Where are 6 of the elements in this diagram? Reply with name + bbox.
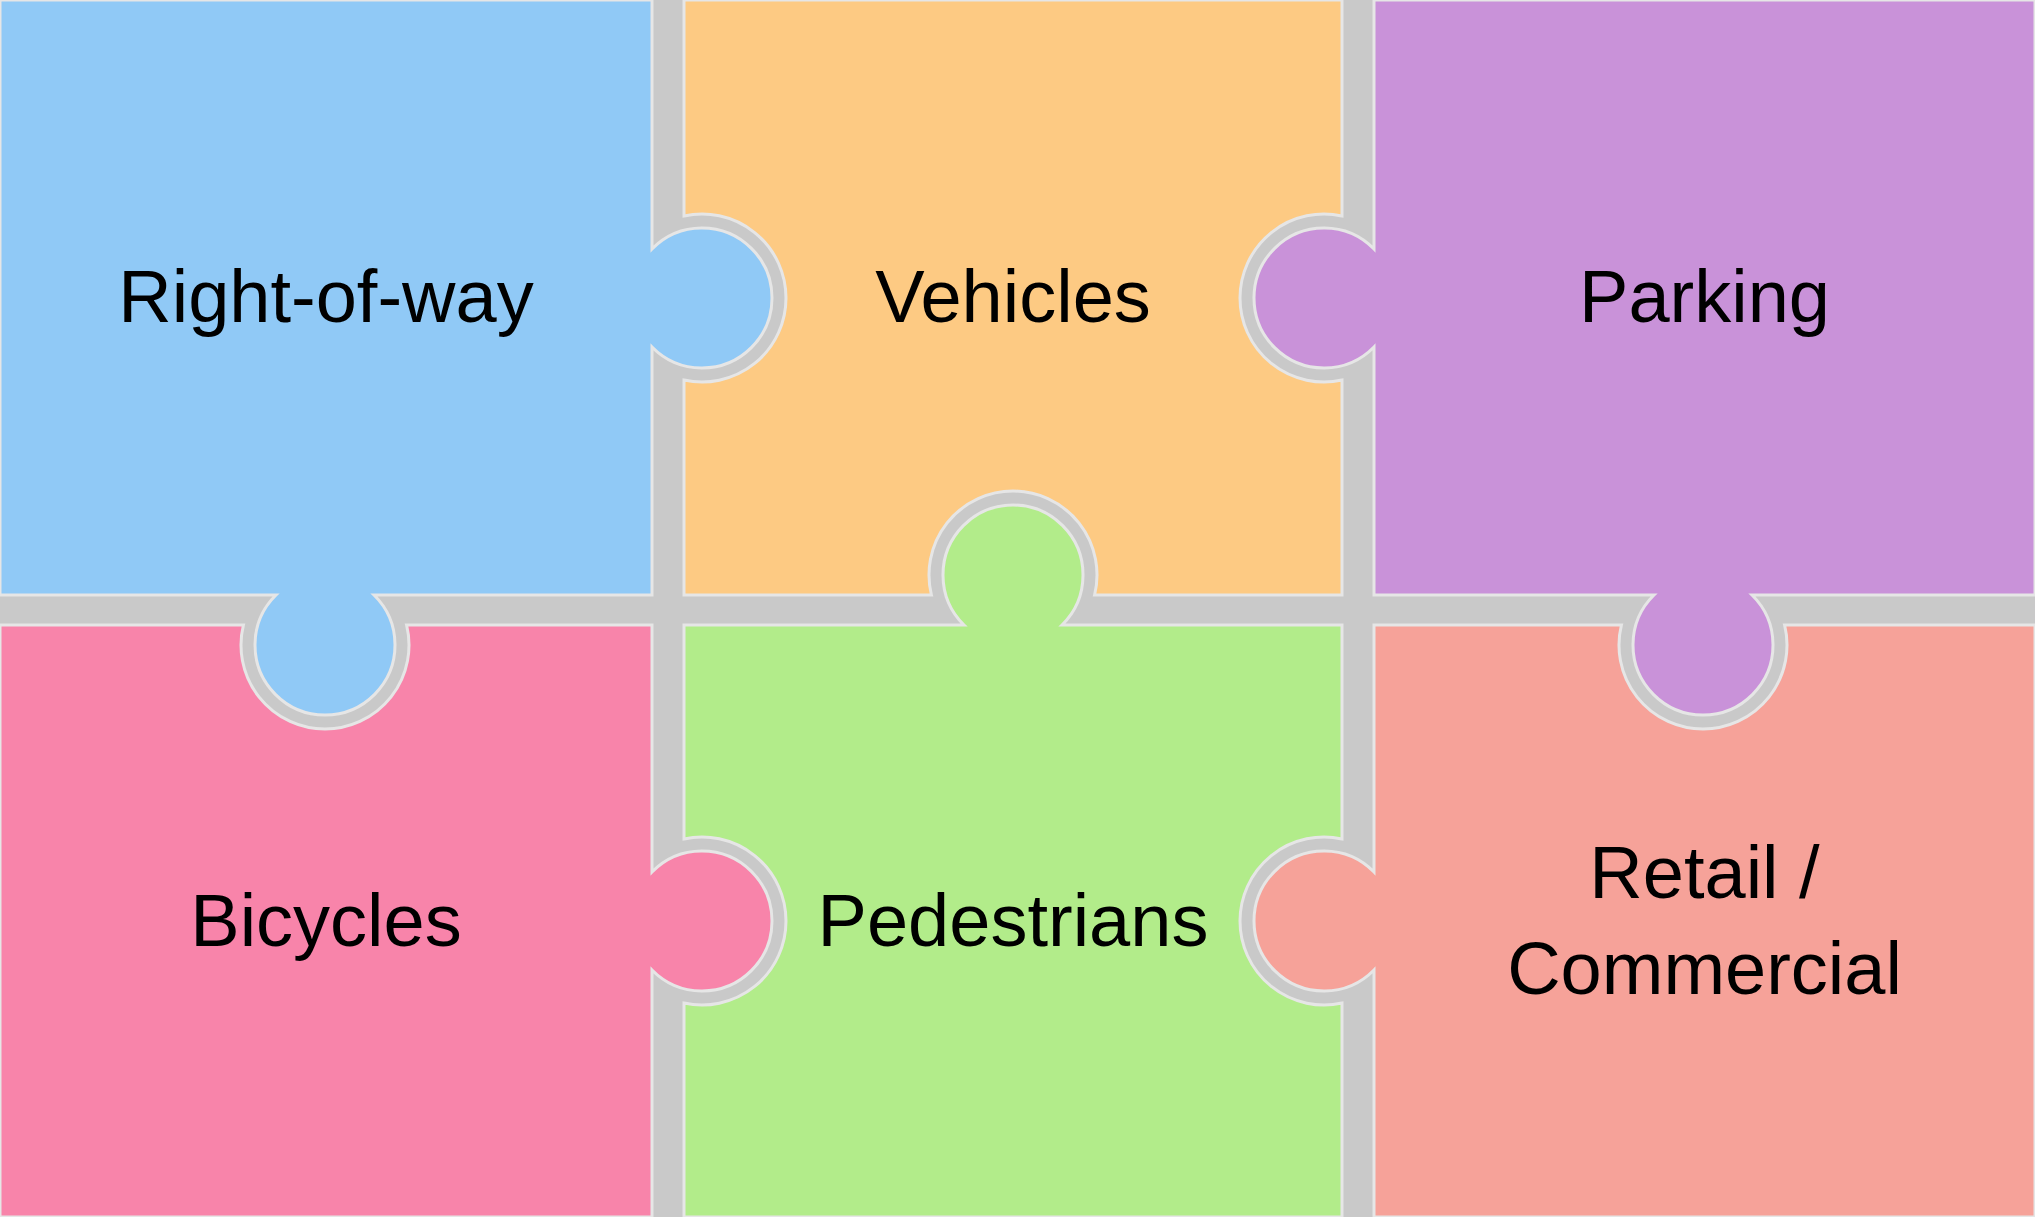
piece-label: Pedestrians <box>817 877 1209 964</box>
piece-label: Bicycles <box>190 877 462 964</box>
piece-label: Retail / Commercial <box>1506 829 1903 1012</box>
piece-label: Parking <box>1579 254 1830 341</box>
piece-label: Vehicles <box>875 254 1151 341</box>
piece-label: Right-of-way <box>118 254 534 341</box>
